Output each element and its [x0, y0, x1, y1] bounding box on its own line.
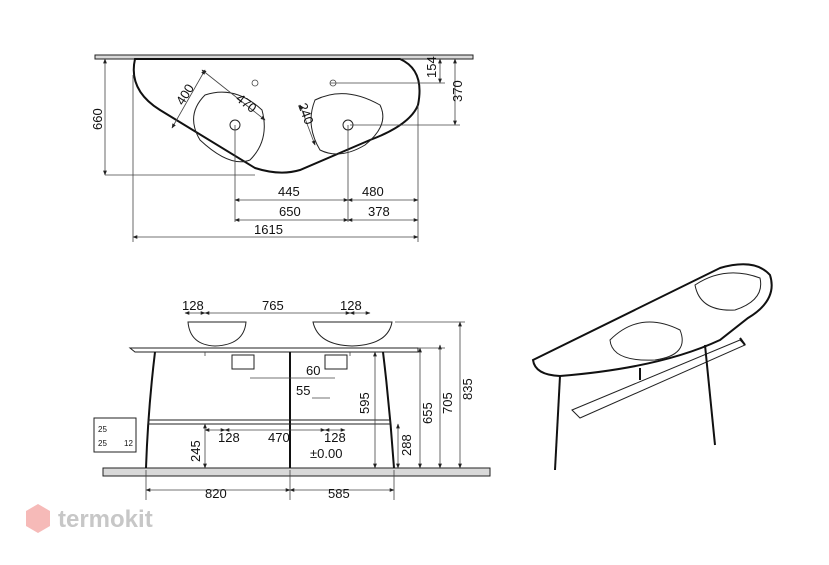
dim-128-b: 128 — [340, 298, 362, 313]
iso-leg-3 — [704, 344, 716, 446]
detail-25-b: 25 — [98, 439, 107, 448]
dim-660: 660 — [90, 108, 105, 130]
counter-outline-top — [132, 58, 421, 174]
dim-240: 240 — [295, 101, 317, 127]
counter-front — [128, 347, 419, 353]
dim-60: 60 — [306, 363, 320, 378]
tap-hole-left — [251, 79, 259, 87]
dim-1615: 1615 — [254, 222, 283, 237]
isometric-view — [531, 263, 773, 471]
dim-378: 378 — [368, 204, 390, 219]
dim-650: 650 — [279, 204, 301, 219]
shelf-front — [147, 419, 391, 425]
detail-box — [93, 417, 137, 453]
iso-leg-1 — [554, 375, 561, 471]
dim-zero: ±0.00 — [310, 446, 342, 461]
dim-55: 55 — [296, 383, 310, 398]
front-view: 25 12 25 128 765 128 60 55 595 655 705 8… — [93, 298, 491, 501]
dim-835: 835 — [460, 378, 475, 400]
basin-right-top — [310, 93, 384, 155]
iso-counter — [531, 263, 773, 378]
logo-cube-icon — [26, 504, 50, 533]
iso-leg-4 — [739, 337, 746, 346]
dim-480: 480 — [362, 184, 384, 199]
dim-445: 445 — [278, 184, 300, 199]
detail-25-a: 25 — [98, 425, 107, 434]
dim-655: 655 — [420, 402, 435, 424]
dim-370: 370 — [450, 80, 465, 102]
dim-400: 400 — [173, 81, 197, 107]
mixer-left — [231, 354, 255, 370]
detail-12: 12 — [124, 439, 133, 448]
dim-595: 595 — [357, 392, 372, 414]
dim-288: 288 — [399, 434, 414, 456]
basin-right-front — [312, 321, 393, 347]
iso-basin-right — [694, 272, 762, 311]
top-view: 154 370 660 400 470 240 445 480 650 378 … — [90, 54, 474, 242]
mixer-right — [324, 354, 348, 370]
logo-text: termokit — [58, 506, 153, 533]
dim-245: 245 — [188, 440, 203, 462]
iso-basin-left — [609, 321, 683, 361]
dim-470: 470 — [268, 430, 290, 445]
dim-820: 820 — [205, 486, 227, 501]
dim-705: 705 — [440, 392, 455, 414]
termokit-logo: termokit — [26, 504, 153, 533]
frame-leg-right — [382, 351, 395, 469]
dim-585: 585 — [328, 486, 350, 501]
basin-left-front — [187, 321, 247, 347]
floor — [102, 467, 491, 477]
frame-leg-left — [145, 351, 156, 469]
dim-128-d: 128 — [324, 430, 346, 445]
dim-154: 154 — [424, 56, 439, 78]
iso-shelf — [571, 339, 746, 419]
dim-765: 765 — [262, 298, 284, 313]
dim-128-c: 128 — [218, 430, 240, 445]
dim-128-a: 128 — [182, 298, 204, 313]
